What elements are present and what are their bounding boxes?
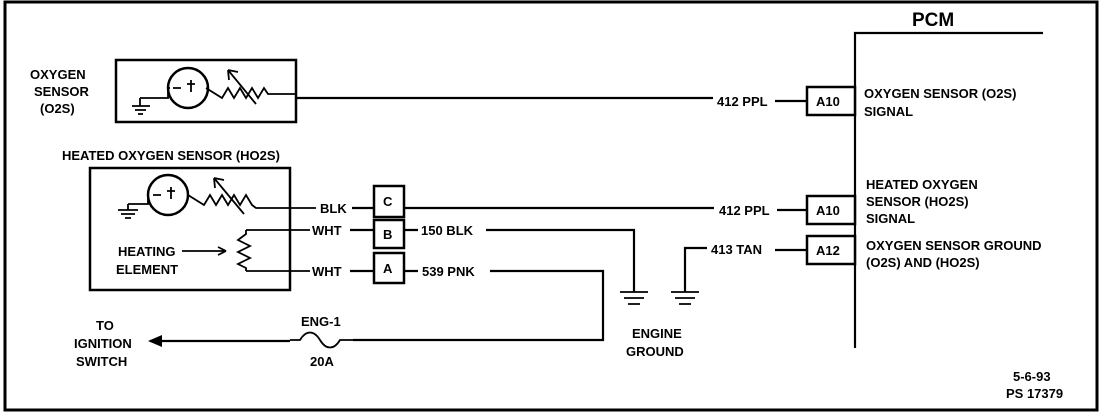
ho2s-box (88, 166, 292, 292)
o2s-label-line3: (O2S) (40, 101, 75, 116)
fuse-symbol (290, 331, 353, 349)
circuits: 412 PPL 412 PPL 150 BLK 539 PNK 413 TAN (296, 94, 807, 342)
ho2s-cell-sign (145, 187, 316, 209)
ground-icon-2 (671, 291, 699, 305)
pcm-pin-2-desc-line3: SIGNAL (866, 211, 915, 226)
ignition-line1: TO (96, 318, 114, 333)
connector-pin-c (372, 184, 406, 219)
ignition-line3: SWITCH (76, 354, 127, 369)
ho2s-signal-circuit: 412 PPL (719, 203, 770, 218)
ignition-line2: IGNITION (74, 336, 132, 351)
engine-ground: ENGINE GROUND (620, 291, 699, 359)
ground-circuit: 413 TAN (711, 242, 762, 257)
heating-label-line1: HEATING (118, 244, 176, 259)
pcm-pin-2: A10 (816, 203, 840, 218)
pcm-pin-1-desc-line2: SIGNAL (864, 104, 913, 119)
heating-element-coil (235, 229, 310, 272)
connector-pin-a-label: A (383, 261, 393, 276)
pcm-pin-2-desc-line2: SENSOR (HO2S) (866, 194, 969, 209)
footer-date: 5-6-93 (1013, 369, 1051, 384)
o2s-ground-symbol (132, 97, 160, 115)
footer-ref: PS 17379 (1006, 386, 1063, 401)
fuse: ENG-1 20A (290, 314, 353, 369)
ground-icon-1 (620, 291, 648, 305)
ground-wire (683, 246, 807, 292)
ignition-arrow-icon (148, 335, 162, 347)
engine-ground-line2: GROUND (626, 344, 684, 359)
ho2s-sensor: HEATED OXYGEN SENSOR (HO2S) HEATING ELEM… (62, 148, 316, 292)
o2s-label-line1: OXYGEN (30, 67, 86, 82)
pcm-pin-1-desc-line1: OXYGEN SENSOR (O2S) (864, 86, 1016, 101)
circuit-150-wire (404, 228, 636, 292)
heating-label-line2: ELEMENT (116, 262, 178, 277)
connector-pin-b-label: B (383, 227, 392, 242)
circuit-150-label: 150 BLK (421, 223, 474, 238)
connector-pin-a (372, 251, 406, 285)
engine-ground-line1: ENGINE (632, 326, 682, 341)
o2s-cell-sign (160, 80, 296, 100)
pcm-pin-box-3 (805, 234, 857, 266)
circuit-539-wire (353, 269, 605, 342)
pcm-pin-3: A12 (816, 243, 840, 258)
o2s-signal-circuit: 412 PPL (717, 94, 768, 109)
pcm-pin-3-desc-line2: (O2S) AND (HO2S) (866, 255, 980, 270)
wire-color-b: WHT (312, 223, 342, 238)
diagram-frame (3, 0, 1099, 412)
connector-pin-b (372, 218, 406, 250)
pcm-pins: A10 OXYGEN SENSOR (O2S) SIGNAL A10 HEATE… (805, 85, 1042, 270)
circuit-539-label: 539 PNK (422, 264, 475, 279)
ho2s-signal-wire (404, 206, 807, 212)
ignition-feed: TO IGNITION SWITCH (74, 318, 290, 369)
wire-color-c: BLK (320, 201, 347, 216)
ho2s-variable-arrow (213, 177, 245, 215)
fuse-name: ENG-1 (301, 314, 341, 329)
fuse-rating: 20A (310, 354, 334, 369)
wire-stubs-left (350, 206, 374, 273)
o2s-label-line2: SENSOR (34, 84, 90, 99)
pcm-pin-box-2 (805, 194, 857, 226)
pcm-pin-2-desc-line1: HEATED OXYGEN (866, 177, 978, 192)
pcm-title: PCM (912, 10, 954, 31)
o2s-signal-wire (296, 96, 807, 103)
o2s-variable-arrow (227, 69, 257, 105)
wire-color-a: WHT (312, 264, 342, 279)
connector: C B A BLK WHT WHT (312, 184, 406, 285)
pcm-pin-3-desc-line1: OXYGEN SENSOR GROUND (866, 238, 1042, 253)
heating-arrow (182, 246, 227, 256)
o2s-sensor: OXYGEN SENSOR (O2S) (30, 58, 298, 124)
ho2s-ground-symbol (118, 203, 145, 219)
connector-pin-c-label: C (383, 194, 393, 209)
pcm-pin-1: A10 (816, 94, 840, 109)
footer: 5-6-93 PS 17379 (1006, 369, 1063, 401)
ho2s-title: HEATED OXYGEN SENSOR (HO2S) (62, 148, 280, 163)
pcm-pin-box-1 (805, 85, 857, 117)
